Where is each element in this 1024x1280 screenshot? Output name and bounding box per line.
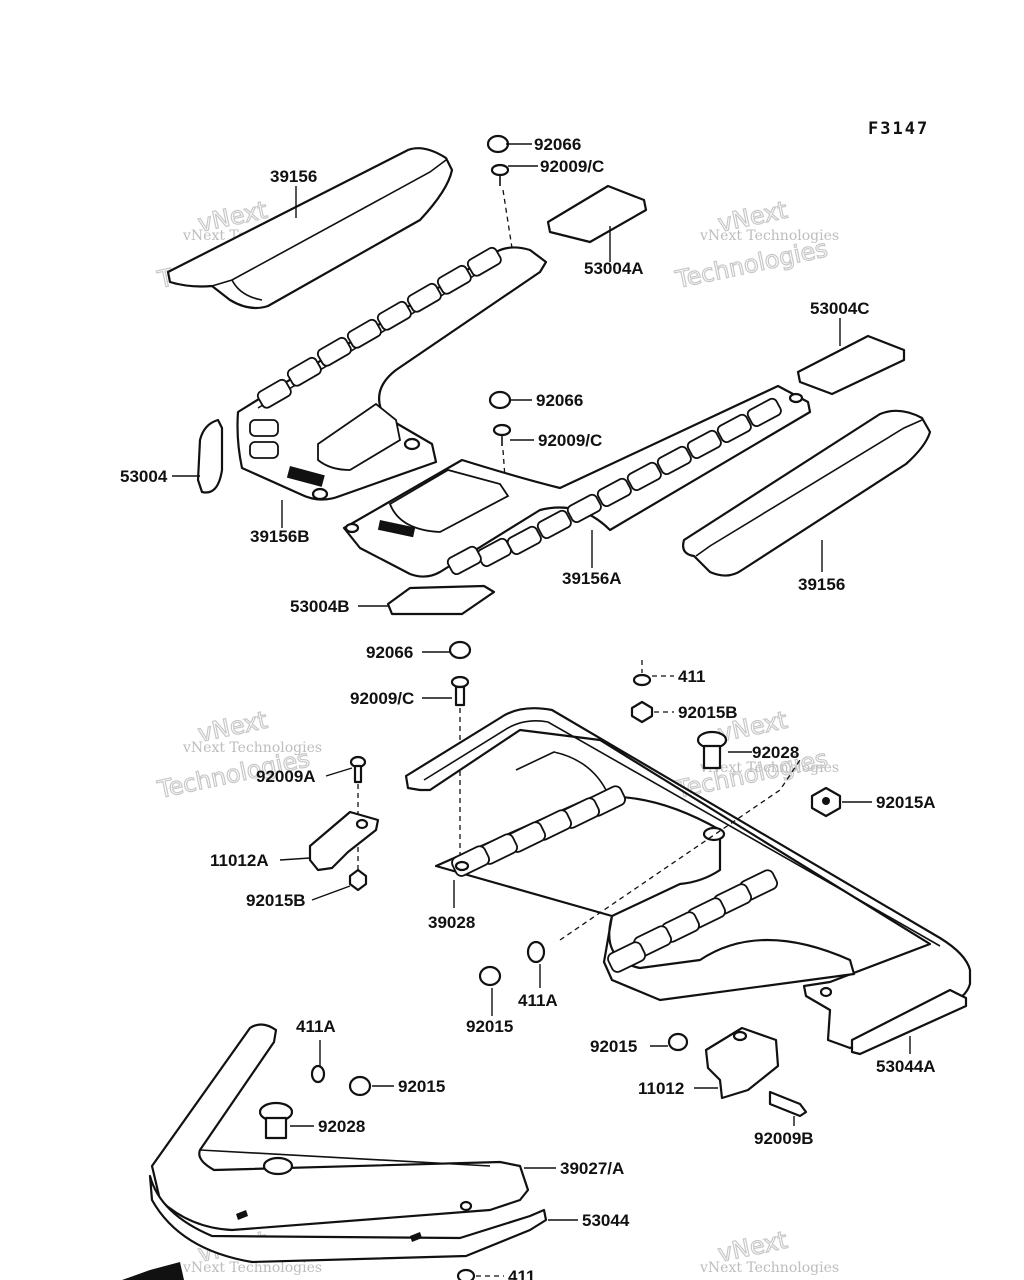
mat-cells-carrier-right	[607, 869, 779, 973]
label-53044A: 53044A	[876, 1057, 936, 1076]
partial-part-corner	[122, 1262, 184, 1280]
bracket-11012A	[308, 810, 380, 872]
label-39156A: 39156A	[562, 569, 622, 588]
label-39156: 39156	[270, 167, 317, 186]
label-92066: 92066	[536, 391, 583, 410]
label-92009A: 92009A	[256, 767, 316, 786]
label-53004C: 53004C	[810, 299, 870, 318]
washer-411-top	[632, 660, 652, 687]
cap-92066-mid	[488, 390, 512, 410]
nut-92015B-top	[630, 700, 654, 724]
label-92015: 92015	[398, 1077, 445, 1096]
label-92009c: 92009/C	[538, 431, 602, 450]
washer-411-bottom	[456, 1268, 476, 1280]
label-53004: 53004	[120, 467, 168, 486]
side-pad-right	[682, 409, 932, 577]
screw-92009c-mid	[492, 423, 512, 479]
label-92009B: 92009B	[754, 1129, 814, 1148]
mat-cells-left-upper	[249, 246, 502, 459]
figure-code: F3147	[868, 119, 929, 139]
label-92015: 92015	[590, 1037, 637, 1056]
nut-92015A	[810, 786, 842, 818]
mat-cells-carrier-left	[451, 785, 627, 877]
mat-cells-right	[446, 397, 782, 576]
pad-53004C	[796, 334, 906, 396]
screw-92009B	[768, 1090, 808, 1118]
rail-53044A	[850, 988, 968, 1056]
cap-92066-top	[486, 134, 510, 154]
watermark-mid-left: vNext vNext Technologies Technologies	[154, 705, 322, 804]
nut-92015-lower-left	[348, 1075, 372, 1097]
label-11012: 11012	[638, 1079, 684, 1098]
label-92015B: 92015B	[246, 891, 306, 910]
label-92066: 92066	[534, 135, 581, 154]
screw-92009c-lower	[450, 675, 470, 858]
nut-92015B-lower	[348, 868, 368, 892]
label-92009c: 92009/C	[350, 689, 414, 708]
part-labels: 92066 92009/C 39156 53004A 53004C 92066 …	[120, 135, 936, 1280]
bracket-11012	[704, 1026, 780, 1100]
label-39156B: 39156B	[250, 527, 310, 546]
label-92015B: 92015B	[678, 703, 738, 722]
label-411: 411	[678, 667, 705, 686]
label-92009c: 92009/C	[540, 157, 604, 176]
pad-53004B	[386, 584, 496, 616]
watermark-text: vNext Technologies	[699, 760, 839, 776]
label-39028: 39028	[428, 913, 475, 932]
washer-411A-lower	[310, 1064, 326, 1084]
pad-53004	[196, 418, 224, 494]
nut-92015-mid	[478, 965, 502, 987]
watermark-text: vNext Technologies	[699, 1260, 839, 1276]
label-11012A: 11012A	[210, 851, 269, 870]
label-411: 411	[508, 1267, 535, 1280]
label-411A: 411A	[296, 1017, 336, 1036]
nut-92015-lower-right	[667, 1032, 689, 1052]
label-92028: 92028	[752, 743, 799, 762]
bolt-92028	[696, 730, 728, 770]
label-39027A: 39027/A	[560, 1159, 624, 1178]
rail-53044	[148, 1174, 548, 1264]
label-53044: 53044	[582, 1211, 630, 1230]
deck-mat-39156A	[342, 384, 812, 578]
watermark-top-right: vNext vNext Technologies Technologies	[672, 195, 839, 294]
watermark-bottom-right: vNext vNext Technologies	[699, 1225, 839, 1276]
screw-92009A	[349, 755, 367, 872]
watermark-text: vNext Technologies	[182, 740, 322, 756]
washer-411A-mid	[526, 940, 546, 964]
label-411A: 411A	[518, 991, 558, 1010]
leader-lines	[172, 143, 911, 1277]
side-pad-upper-left	[166, 147, 454, 310]
watermark-text: vNext Technologies	[699, 228, 839, 244]
label-92028: 92028	[318, 1117, 365, 1136]
label-92066: 92066	[366, 643, 413, 662]
label-92015A: 92015A	[876, 793, 936, 812]
screw-92009c-top	[490, 163, 513, 249]
label-92015: 92015	[466, 1017, 513, 1036]
label-53004B: 53004B	[290, 597, 350, 616]
label-53004A: 53004A	[584, 259, 644, 278]
bolt-92028-lower	[258, 1101, 294, 1140]
cap-92066-lower	[448, 640, 472, 660]
carrier-39028	[404, 707, 972, 1050]
watermark-text: vNext Technologies	[182, 1260, 322, 1276]
pad-53004A	[546, 184, 648, 244]
deck-mat-39156B	[236, 246, 548, 501]
bumper-39027A	[150, 1023, 530, 1232]
label-39156: 39156	[798, 575, 845, 594]
